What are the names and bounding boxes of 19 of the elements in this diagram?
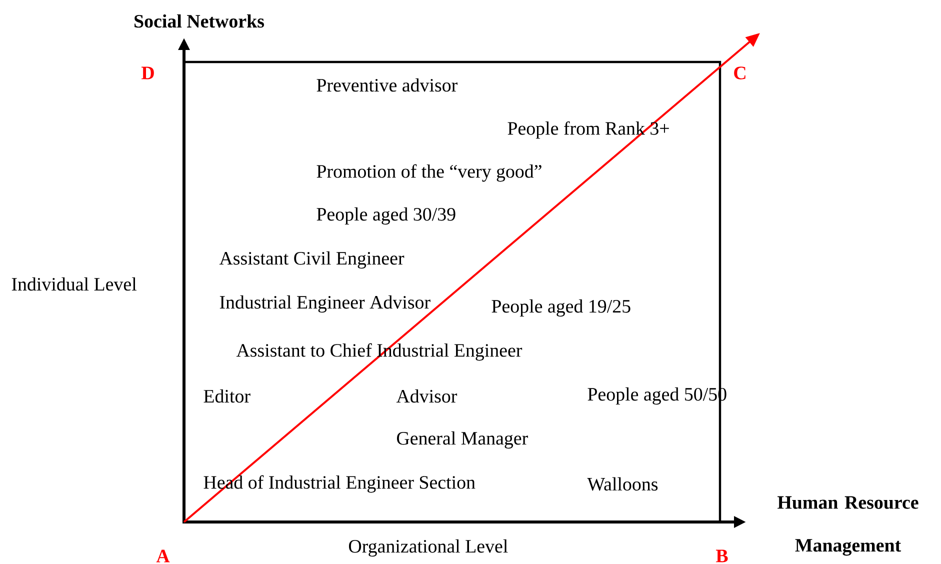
item-label: Advisor xyxy=(396,389,458,403)
item-label: Walloons xyxy=(587,477,658,491)
axis-title: Human Resource Management xyxy=(778,496,918,556)
corner-letter: D xyxy=(142,66,154,80)
axis-title: Organizational Level xyxy=(348,539,508,557)
item-label: People from Rank 3+ xyxy=(508,121,669,139)
item-label: General Manager xyxy=(396,431,528,449)
item-label: Assistant Civil Engineer xyxy=(219,251,404,269)
item-label: Industrial Engineer Advisor xyxy=(220,295,430,313)
item-label: Preventive advisor xyxy=(316,78,458,92)
item-label: Promotion of the “very good” xyxy=(316,164,542,182)
item-label: Editor xyxy=(204,389,250,403)
corner-letter: A xyxy=(156,550,170,562)
axis-title: Individual Level xyxy=(12,277,136,291)
corner-letter: C xyxy=(734,66,746,80)
corner-letter: B xyxy=(716,550,728,562)
axis-title: Social Networks xyxy=(134,14,264,28)
item-label: People aged 30/39 xyxy=(316,207,456,225)
item-label: People aged 19/25 xyxy=(492,299,630,317)
